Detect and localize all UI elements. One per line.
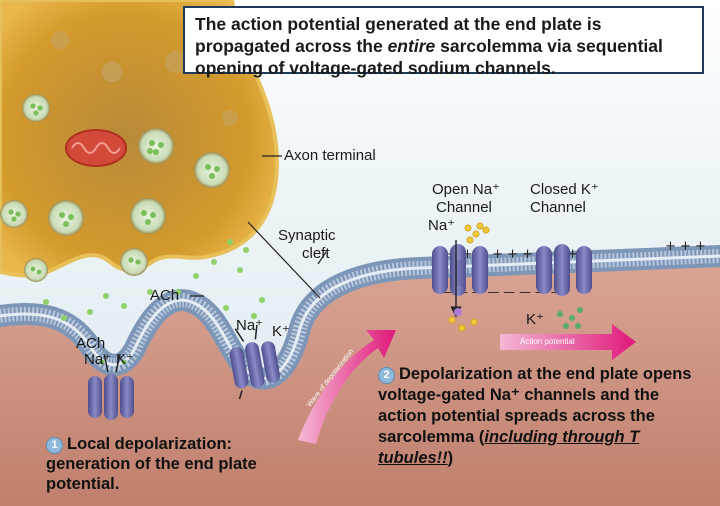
title-emphasis: entire <box>387 36 436 56</box>
closed-k-label-2: Channel <box>530 199 586 216</box>
synaptic-cleft-label-1: Synaptic <box>278 227 336 244</box>
ach-molecules <box>43 239 265 321</box>
ach-receptor-channel <box>88 353 134 420</box>
muscle-fiber <box>0 258 720 506</box>
leader-lines <box>190 155 327 299</box>
na-second-label: Na⁺ <box>236 317 264 334</box>
closed-k-label-1: Closed K⁺ <box>530 181 599 198</box>
step-2-text-before: Depolarization at the end plate opens vo… <box>378 365 692 446</box>
second-channel <box>229 324 280 400</box>
open-na-label-1: Open Na⁺ <box>432 181 500 198</box>
ach-cleft-label: ACh <box>150 287 180 304</box>
title-part2: sarcolemma via sequential opening of vol… <box>195 36 663 78</box>
sarcolemma-membrane-core <box>0 254 720 380</box>
action-potential-arrow-label: Action potential <box>520 337 575 346</box>
na-receptor-label: Na⁺ <box>84 351 112 368</box>
synaptic-vesicles <box>0 31 238 282</box>
wave-depolarization-arrow <box>298 330 396 444</box>
step-2-number: 2 <box>378 367 395 384</box>
svg-text:— — — — — — — —: — — — — — — — — <box>440 285 563 299</box>
open-na-label-2: Channel <box>436 199 492 216</box>
step-1-text: Local depolarization: generation of the … <box>46 435 257 493</box>
svg-text:+ + +: + + + <box>665 239 706 254</box>
ach-receptor-label: ACh <box>76 335 106 352</box>
open-na-channel <box>432 244 488 296</box>
synaptic-cleft-label-2: cleft <box>302 245 330 262</box>
na-open-ions-label: Na⁺ <box>428 217 456 234</box>
step-1-number: 1 <box>46 437 63 454</box>
k-second-label: K⁺ <box>272 323 290 340</box>
title-box: The action potential generated at the en… <box>183 6 704 78</box>
step-2-text-emph: including through T tubules!! <box>378 428 640 467</box>
na-ion-inside <box>454 308 462 316</box>
k-receptor-label: K⁺ <box>116 351 134 368</box>
closed-k-channel <box>536 244 592 296</box>
title-part1: The action potential generated at the en… <box>195 14 602 56</box>
na-ions <box>448 222 490 332</box>
k-ions <box>557 307 583 329</box>
axon-terminal-label: Axon terminal <box>284 147 376 164</box>
step-2-text-after: ) <box>447 449 454 467</box>
mitochondrion <box>65 129 127 167</box>
action-potential-arrow <box>500 324 636 360</box>
k-ions-label: K⁺ <box>526 311 544 328</box>
